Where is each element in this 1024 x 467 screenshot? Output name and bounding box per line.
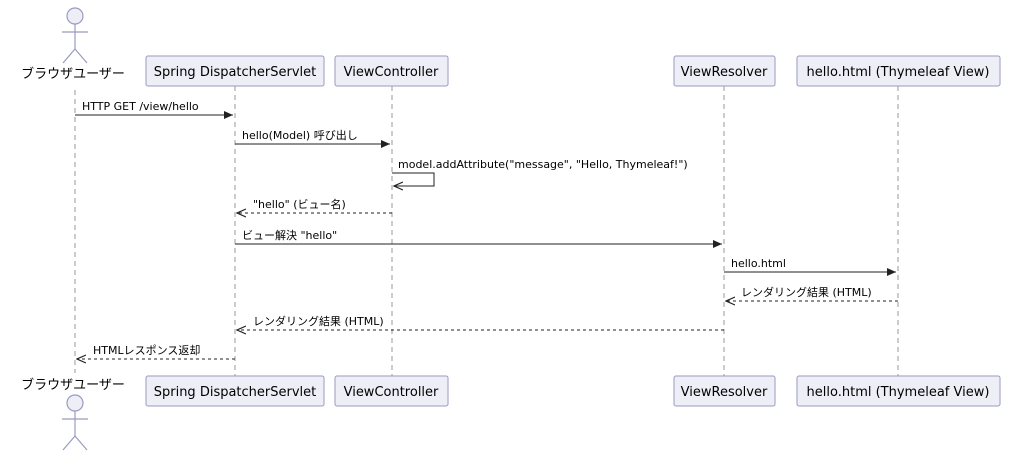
participant-label: ViewResolver <box>681 385 768 400</box>
participant-view-top: hello.html (Thymeleaf View) <box>796 55 1001 87</box>
message-7-return: レンダリング結果 (HTML) <box>726 285 898 301</box>
message-label: hello(Model) 呼び出し <box>242 128 358 142</box>
message-8-return: レンダリング結果 (HTML) <box>237 314 724 330</box>
participant-dispatcher-top: Spring DispatcherServlet <box>145 55 325 87</box>
actor-label: ブラウザユーザー <box>21 66 125 82</box>
message-1: HTTP GET /view/hello <box>75 100 233 119</box>
message-label: model.addAttribute("message", "Hello, Th… <box>398 158 688 171</box>
actor-user-bottom: ブラウザユーザー <box>21 377 125 451</box>
participant-dispatcher-bottom: Spring DispatcherServlet <box>145 375 325 407</box>
message-label: hello.html <box>731 257 786 270</box>
message-label: レンダリング結果 (HTML) <box>741 285 872 299</box>
message-4-return: "hello" (ビュー名) <box>237 197 392 213</box>
participant-controller-top: ViewController <box>334 55 449 87</box>
participant-controller-bottom: ViewController <box>334 375 449 407</box>
participant-label: ViewController <box>344 385 439 400</box>
participant-label: hello.html (Thymeleaf View) <box>807 65 990 80</box>
message-3-self: model.addAttribute("message", "Hello, Th… <box>392 158 688 186</box>
message-label: ビュー解決 "hello" <box>242 228 337 242</box>
participant-label: Spring DispatcherServlet <box>154 385 317 400</box>
message-5: ビュー解決 "hello" <box>235 228 722 248</box>
message-label: HTMLレスポンス返却 <box>93 344 200 357</box>
participant-label: ViewResolver <box>681 65 768 80</box>
actor-label: ブラウザユーザー <box>21 377 125 393</box>
message-6: hello.html <box>724 257 896 276</box>
participant-label: Spring DispatcherServlet <box>154 65 317 80</box>
message-2: hello(Model) 呼び出し <box>235 128 390 148</box>
participant-view-bottom: hello.html (Thymeleaf View) <box>796 375 1001 407</box>
participant-label: ViewController <box>344 65 439 80</box>
message-label: HTTP GET /view/hello <box>82 100 199 113</box>
actor-user-top: ブラウザユーザー <box>21 7 125 82</box>
message-label: "hello" (ビュー名) <box>253 197 346 211</box>
participant-resolver-bottom: ViewResolver <box>673 375 776 407</box>
participant-resolver-top: ViewResolver <box>673 55 776 87</box>
message-label: レンダリング結果 (HTML) <box>253 314 384 328</box>
participant-label: hello.html (Thymeleaf View) <box>807 385 990 400</box>
actor-head-icon <box>66 394 84 412</box>
actor-head-icon <box>66 7 84 25</box>
message-9-return: HTMLレスポンス返却 <box>77 344 235 359</box>
